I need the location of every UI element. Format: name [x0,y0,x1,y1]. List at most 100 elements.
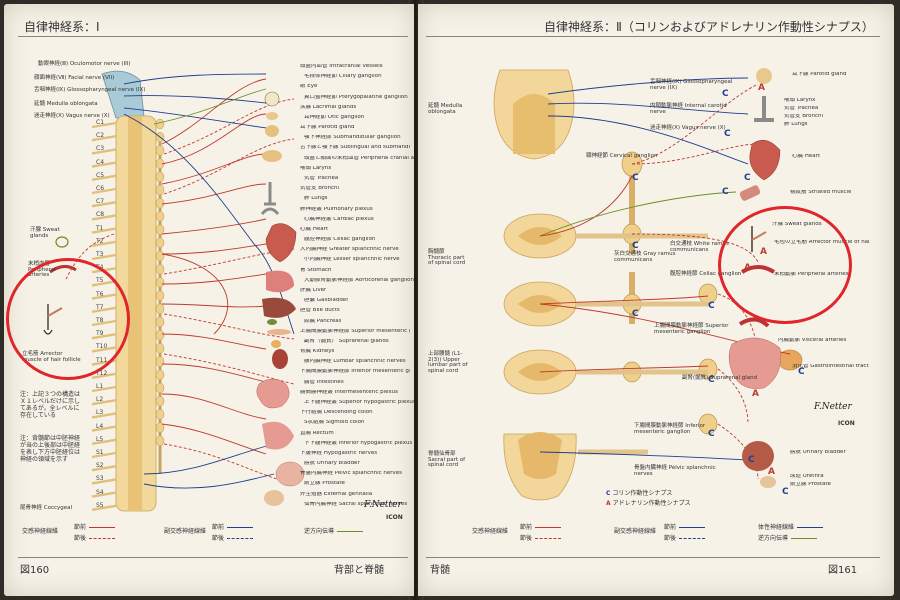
heart [265,223,297,263]
spinal-nerve-root [91,240,117,247]
prostate [264,490,284,506]
nerve-trunks-right [576,233,708,455]
organ-label-right: 横紋筋 Striated muscle [790,190,852,195]
liver [262,297,296,318]
spinal-nerve-root [91,425,117,432]
adrenergic-synapse-mark: A [758,83,765,93]
organ-label: 気管 Trachea [304,176,339,181]
organ-label: 眼 Eye [300,84,318,90]
chain-ganglion [155,343,165,354]
striated-muscle [739,185,761,201]
organ-label: 腎臓 Kidneys [300,349,335,355]
red-circle-annotation-right [718,206,852,324]
cholinergic-synapse-mark: C [782,487,789,497]
cholinergic-synapse-mark: C [632,309,639,319]
organ-label: 下下腹神経叢 Inferior hypogastric plexus [304,440,413,446]
legend-para-pre-left: 節前 [212,522,256,531]
segment-label: T3 [96,251,104,258]
organ-label: 毛様体神経節 Ciliary ganglion [304,74,382,80]
center-label: 頸神経節 Cervical ganglion [586,153,658,159]
parotid-gland [265,125,279,137]
label-facial: 顔面神経(Ⅶ) Facial nerve (VII) [34,75,115,81]
organ-label-right: 喉頭 Larynx [784,98,816,103]
right-somatic [539,191,737,237]
bladder-r [742,441,774,471]
spinal-nerve-root [91,253,117,261]
organ-label: 肺神経叢 Pulmonary plexus [300,206,373,212]
organ-label-right: 心臓 Heart [792,154,821,159]
chain-ganglion [155,422,165,433]
chain-ganglion [155,277,165,288]
legend-somatic-right: 体性神経線維 [758,522,826,531]
chain-ganglion [155,211,165,222]
organ-label: 耳下腺 Parotid gland [300,125,355,131]
segment-label: L5 [96,435,104,443]
left-header-rule [18,36,408,37]
left-footer-rule [18,557,408,558]
organ-label: 喉頭 Larynx [300,165,332,171]
chain-ganglion [155,382,165,394]
legend-antidromic-right: 逆方向伝導 [758,533,820,542]
spinal-column [115,115,157,512]
organ-label: 胆管 Bile ducts [300,308,340,314]
right-page-section: 背髄 [430,565,450,576]
organ-label: 心臓 Heart [300,226,329,232]
organ-label: 腸管 Intestines [304,379,344,385]
segment-label: T1 [96,224,104,232]
center-label: 腹腔神経節 Celiac ganglion [670,271,742,277]
organ-label: 副腎（髄質） Suprarenal glands [304,338,389,344]
spinal-nerve-root [91,491,117,498]
organ-label-right: 耳下腺 Parotid gland [792,72,847,77]
segment-label: C2 [96,132,105,140]
pancreas [267,329,291,335]
segment-label: L2 [96,396,104,404]
stomach [266,270,294,293]
chain-ganglion [155,250,165,262]
label-vagus: 迷走神経(Ⅹ) Vagus nerve (X) [34,113,110,119]
label-upper-lumbar: 上部腰髄 (L1-2(3)) Upper lumbar part of spin… [428,351,468,374]
organ-label: 腹腔神経節 Celiac ganglion [304,237,376,243]
label-sweat-glands: 汗腺 Sweat glands [30,227,60,239]
organ-label-right: 気管 Trachea [784,106,819,111]
cholinergic-synapse-mark: C [632,241,639,251]
organ-label: 胆嚢 Gallbladder [304,298,349,304]
organ-label: 胃 Stomach [300,267,332,273]
suprarenal [271,340,281,348]
organ-label: 直腸 Rectum [300,430,334,436]
spinal-nerve-root [91,478,117,485]
center-label: 骨盤内臓神経 Pelvic splanchnic nerves [634,465,716,477]
organ-label: 腰内臓神経 Lumbar splanchnic nerves [304,359,406,365]
synapse-legend-cholinergic: C コリン作動性シナプス [606,490,673,497]
organ-label: 大内臓神経 Greater splanchnic nerve [300,247,399,253]
segment-label: S3 [96,475,104,483]
right-page-number: 図161 [828,565,858,576]
segment-label: T2 [96,237,104,245]
trachea-r [754,96,774,122]
colon [262,421,294,450]
chain-ganglion [155,118,165,130]
organ-label: 大動脈腎動脈神経節 Aorticorenal ganglion [304,277,414,283]
legend-pre-right: 節前 [520,522,564,531]
organ-label: 上下腹神経叢 Superior hypogastric plexus [304,400,414,405]
organ-label-right: 肺 Lungs [784,122,808,127]
adrenergic-synapse-mark: A [768,467,775,477]
organ-label: 翼口蓋神経節 Pterygopalatine ganglion [304,94,408,100]
center-label: 灰白交通枝 Gray ramus communicans [614,251,676,263]
organ-label: 舌下腺と顎下腺 Sublingual and submandibular gla… [300,145,410,151]
organ-label-right: 膀胱 Urinary bladder [790,450,846,455]
cholinergic-synapse-mark: C [744,173,751,183]
legend-para-post-left: 節後 [212,533,256,542]
chain-ganglion [155,237,165,249]
organ-label-right: 前立腺 Prostate [790,482,831,487]
chain-ganglion [155,329,165,341]
left-organs [43,91,305,506]
organ-label: 下腸間膜動脈神経節 Inferior mesenteric ganglion [300,369,410,375]
segment-label: S4 [96,488,104,496]
organ-label: 膵臓 Pancreas [304,318,342,324]
spinal-nerve-root [91,121,117,129]
chain-ganglion [155,409,165,420]
spinal-nerve-root [91,148,117,155]
segment-label: S5 [96,501,104,509]
organ-label: 膀胱 Urinary bladder [304,461,360,467]
adrenergic-synapse-mark: A [752,389,759,399]
